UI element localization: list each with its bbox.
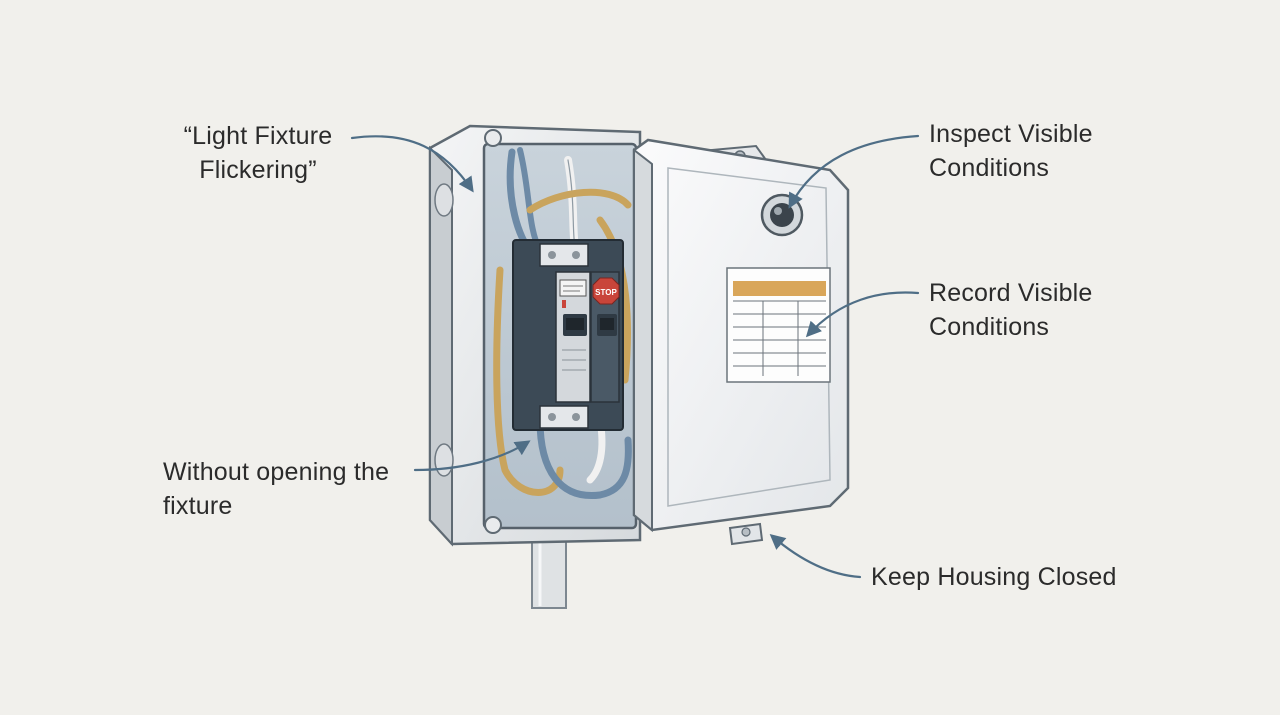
label-record-visible-conditions: Record Visible Conditions xyxy=(929,276,1093,344)
conduit-pipe xyxy=(531,537,567,609)
label-line: Without opening the xyxy=(163,458,390,486)
label-line: Inspect Visible xyxy=(929,120,1093,148)
label-line: Conditions xyxy=(929,154,1050,182)
label-light-fixture-flickering: “Light Fixture Flickering” xyxy=(173,119,343,187)
callout-line-inspect xyxy=(788,134,920,209)
callout-lines xyxy=(350,134,920,579)
label-keep-housing-closed: Keep Housing Closed xyxy=(871,560,1117,594)
callout-line-keep xyxy=(769,533,862,579)
label-line: Keep Housing Closed xyxy=(871,563,1117,591)
callout-line-record xyxy=(805,291,920,338)
label-line: “Light Fixture xyxy=(183,122,333,150)
label-line: Record Visible xyxy=(929,279,1093,307)
label-line: Conditions xyxy=(929,313,1050,341)
label-line: fixture xyxy=(163,492,233,520)
stop-sign-text: STOP xyxy=(595,288,617,297)
inspection-port xyxy=(760,193,804,237)
label-line: Flickering” xyxy=(199,156,317,184)
callout-line-without xyxy=(413,440,531,472)
label-inspect-visible-conditions: Inspect Visible Conditions xyxy=(929,117,1093,185)
callout-line-flicker xyxy=(350,135,474,193)
label-without-opening-fixture: Without opening the fixture xyxy=(163,455,389,523)
record-label xyxy=(726,267,831,383)
circuit-breaker: STOP xyxy=(512,239,624,431)
stop-sign-icon: STOP xyxy=(592,277,620,305)
